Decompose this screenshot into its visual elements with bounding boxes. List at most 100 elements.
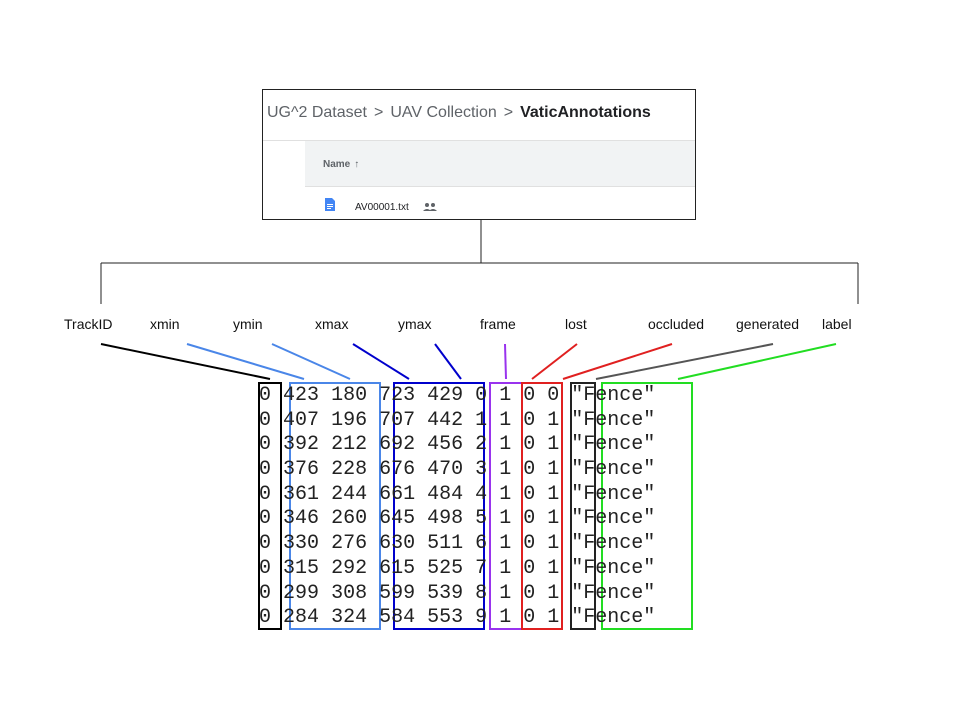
xmin-ymin-box: [289, 382, 381, 630]
doc-icon: [325, 198, 335, 211]
table-cell: 0: [523, 556, 536, 580]
table-cell: 376: [283, 458, 320, 482]
table-cell: 1: [499, 408, 512, 432]
table-cell: 392: [283, 433, 320, 457]
table-cell: 361: [283, 482, 320, 506]
table-cell: "Fence": [571, 458, 656, 482]
breadcrumb-item-collection[interactable]: UAV Collection: [390, 104, 497, 121]
sort-arrow-icon[interactable]: ↑: [354, 159, 360, 170]
table-cell: 308: [331, 581, 368, 605]
table-cell: 260: [331, 507, 368, 531]
table-cell: 4: [475, 482, 488, 506]
pointer-ymax: [434, 343, 462, 380]
lost-occluded-box: [521, 382, 563, 630]
table-cell: 8: [475, 581, 488, 605]
table-cell: 0: [259, 482, 272, 506]
table-cell: 228: [331, 458, 368, 482]
table-cell: 1: [475, 408, 488, 432]
table-cell: 7: [475, 556, 488, 580]
table-cell: 539: [427, 581, 464, 605]
table-cell: 0: [523, 384, 536, 407]
table-cell: 442: [427, 408, 464, 432]
table-cell: 615: [379, 556, 416, 580]
table-cell: 196: [331, 408, 368, 432]
table-cell: "Fence": [571, 408, 656, 432]
table-cell: 423: [283, 384, 320, 407]
table-cell: 299: [283, 581, 320, 605]
table-cell: "Fence": [571, 556, 656, 580]
field-label-ymin: ymin: [233, 316, 263, 332]
annotation-table: 0 423 180 723 429 0 1 0 0 "Fence"0 407 1…: [259, 384, 655, 631]
table-cell: 0: [523, 408, 536, 432]
drive-panel: UG^2 Dataset>UAV Collection>VaticAnnotat…: [262, 89, 696, 220]
table-cell: 292: [331, 556, 368, 580]
table-cell: 692: [379, 433, 416, 457]
table-cell: 0: [259, 556, 272, 580]
table-cell: 180: [331, 384, 368, 407]
field-label-ymax: ymax: [398, 316, 432, 332]
table-cell: 0: [523, 581, 536, 605]
table-cell: 1: [547, 532, 560, 556]
table-cell: 456: [427, 433, 464, 457]
table-cell: 0: [259, 507, 272, 531]
table-cell: 0: [523, 507, 536, 531]
table-cell: 707: [379, 408, 416, 432]
table-cell: 346: [283, 507, 320, 531]
table-cell: 553: [427, 606, 464, 630]
table-cell: 244: [331, 482, 368, 506]
table-cell: 315: [283, 556, 320, 580]
table-cell: 723: [379, 384, 416, 407]
table-cell: 324: [331, 606, 368, 630]
divider: [263, 140, 695, 141]
table-cell: 511: [427, 532, 464, 556]
table-cell: 1: [499, 532, 512, 556]
people-icon: [423, 203, 437, 211]
breadcrumb-separator: >: [503, 104, 514, 121]
name-column-header[interactable]: Name↑: [323, 159, 359, 170]
table-cell: 498: [427, 507, 464, 531]
table-row: 0 346 260 645 498 5 1 0 1 "Fence": [259, 507, 655, 532]
table-cell: 0: [523, 606, 536, 630]
table-cell: 470: [427, 458, 464, 482]
table-cell: 1: [547, 458, 560, 482]
pointer-label: [677, 343, 837, 380]
table-cell: 5: [475, 507, 488, 531]
table-cell: 1: [547, 606, 560, 630]
table-cell: 1: [547, 433, 560, 457]
pointer-trackid: [100, 343, 271, 380]
table-cell: 6: [475, 532, 488, 556]
table-row: 0 361 244 661 484 4 1 0 1 "Fence": [259, 483, 655, 508]
table-cell: 1: [499, 507, 512, 531]
table-row: 0 423 180 723 429 0 1 0 0 "Fence": [259, 384, 655, 409]
table-cell: 0: [523, 532, 536, 556]
field-label-lost: lost: [565, 316, 587, 332]
file-name[interactable]: AV00001.txt: [355, 202, 409, 213]
breadcrumb-item-dataset[interactable]: UG^2 Dataset: [267, 104, 367, 121]
table-cell: 1: [547, 408, 560, 432]
pointer-xmax: [352, 343, 410, 380]
pointer-lost: [531, 343, 578, 380]
table-cell: 0: [523, 458, 536, 482]
table-cell: 0: [259, 433, 272, 457]
table-cell: 330: [283, 532, 320, 556]
name-column-label: Name: [323, 159, 351, 170]
table-cell: 1: [547, 556, 560, 580]
table-cell: 0: [523, 482, 536, 506]
table-cell: 1: [499, 482, 512, 506]
table-cell: 0: [259, 408, 272, 432]
table-row: 0 407 196 707 442 1 1 0 1 "Fence": [259, 409, 655, 434]
field-label-trackid: TrackID: [64, 316, 113, 332]
pointer-ymin: [271, 343, 351, 380]
table-cell: 525: [427, 556, 464, 580]
table-row: 0 299 308 599 539 8 1 0 1 "Fence": [259, 582, 655, 607]
table-cell: 1: [499, 433, 512, 457]
trackid-box: [258, 382, 282, 630]
breadcrumb-current[interactable]: VaticAnnotations: [520, 104, 651, 121]
field-label-label: label: [822, 316, 852, 332]
table-cell: 1: [499, 384, 512, 407]
table-cell: 276: [331, 532, 368, 556]
breadcrumb: UG^2 Dataset>UAV Collection>VaticAnnotat…: [267, 104, 651, 122]
table-cell: "Fence": [571, 433, 656, 457]
list-header-band: [305, 141, 695, 186]
